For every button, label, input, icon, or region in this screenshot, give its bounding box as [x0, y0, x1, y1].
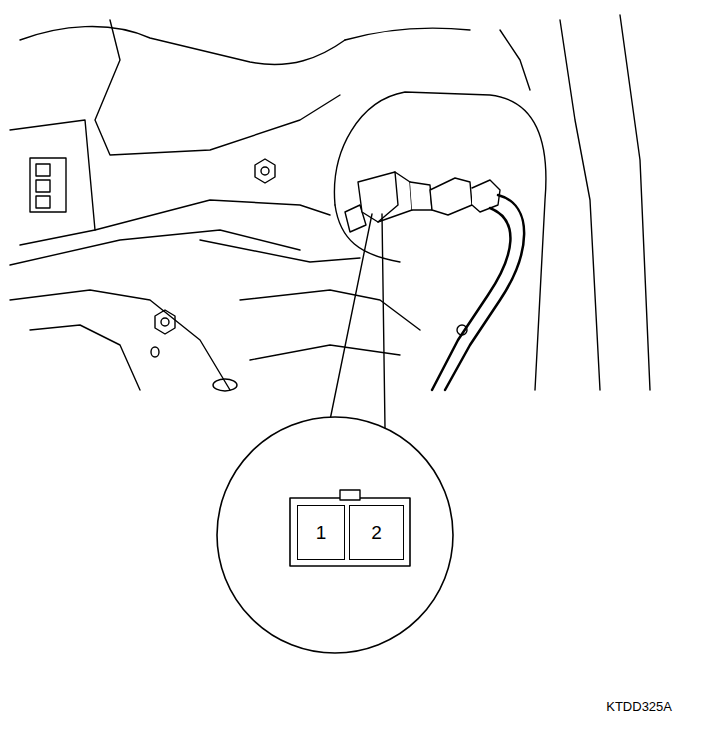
leader-line — [330, 214, 372, 420]
switch-body — [30, 158, 66, 212]
panel-edge — [345, 28, 470, 40]
connector-housing — [410, 182, 432, 210]
panel-edge — [30, 325, 140, 390]
panel-edge — [620, 15, 650, 390]
leader-line — [382, 214, 385, 428]
switch-button — [36, 164, 50, 176]
panel-edge — [500, 30, 530, 90]
panel-edge — [10, 290, 230, 390]
panel-edge — [200, 240, 360, 262]
panel-edge — [560, 20, 600, 390]
harness-plug — [430, 178, 472, 215]
nut-hole — [261, 167, 269, 175]
pin-cell: 1 — [297, 505, 345, 560]
hole — [213, 379, 237, 391]
panel-edge — [20, 26, 345, 64]
wire — [445, 195, 524, 390]
connector-lock-tab — [340, 490, 360, 500]
connector-housing — [378, 172, 398, 222]
panel-edge — [95, 20, 340, 155]
connector-face — [290, 498, 410, 566]
wire — [432, 208, 510, 390]
connector-housing — [358, 172, 412, 222]
panel-edge — [10, 120, 95, 245]
harness-plug — [472, 180, 500, 212]
nut — [255, 159, 275, 183]
pin-number: 1 — [316, 523, 327, 542]
panel-edge — [10, 230, 300, 265]
panel-edge — [250, 345, 400, 360]
figure-code: KTDD325A — [606, 700, 672, 714]
switch-button — [36, 196, 50, 208]
panel-edge — [240, 290, 420, 330]
hole — [151, 347, 159, 357]
pin-cell: 2 — [349, 505, 404, 560]
panel-edge — [95, 200, 330, 230]
nut — [155, 310, 175, 334]
detail-circle — [217, 417, 453, 653]
pin-number: 2 — [371, 523, 382, 542]
switch-button — [36, 180, 50, 192]
nut-hole — [161, 318, 169, 326]
